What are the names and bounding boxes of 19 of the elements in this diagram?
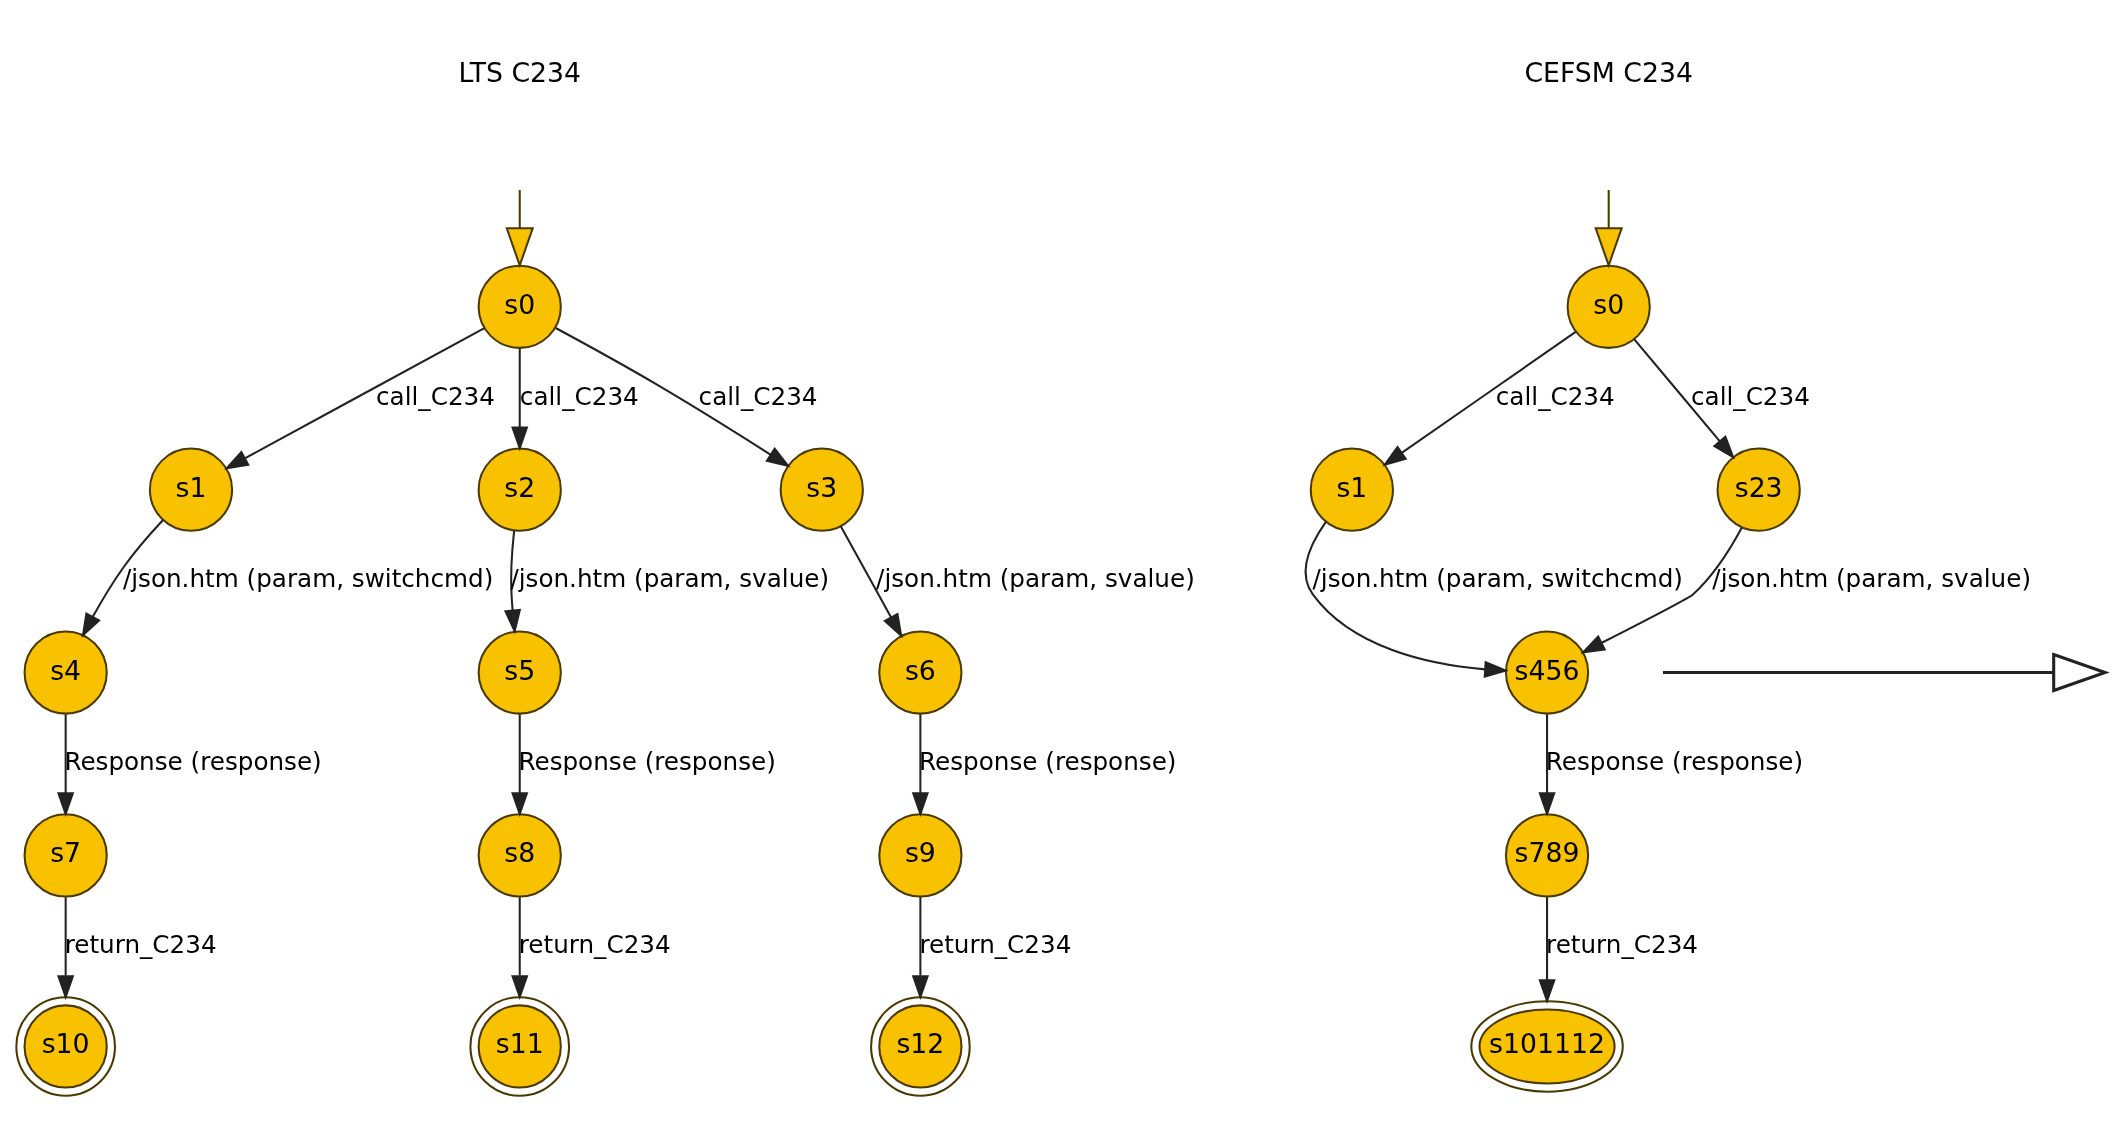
edge-label: /json.htm (param, svalue) xyxy=(876,563,1195,593)
edge-label: call_C234 xyxy=(698,381,818,411)
edge-label: Response (response) xyxy=(64,746,322,776)
edge-label: /json.htm (param, switchcmd) xyxy=(1312,563,1683,593)
label: LTS C234 xyxy=(458,56,582,88)
edge-label: Response (response) xyxy=(1545,746,1804,776)
edge-label: call_C234 xyxy=(1495,381,1615,411)
edge-label: return_C234 xyxy=(1546,929,1698,959)
edge-label: /json.htm (param, switchcmd) xyxy=(122,563,494,593)
edge-label: call_C234 xyxy=(1691,381,1810,411)
edge-label: return_C234 xyxy=(518,929,671,959)
edge-label: call_C234 xyxy=(519,381,639,411)
edge-label: return_C234 xyxy=(64,929,217,959)
label: CEFSM C234 xyxy=(1524,56,1693,88)
edge-label: Response (response) xyxy=(919,746,1177,776)
edge-label: /json.htm (param, svalue) xyxy=(1712,563,2031,593)
edge-label: call_C234 xyxy=(376,381,495,411)
edge-label: Response (response) xyxy=(518,746,776,776)
edge-label: return_C234 xyxy=(919,929,1072,959)
